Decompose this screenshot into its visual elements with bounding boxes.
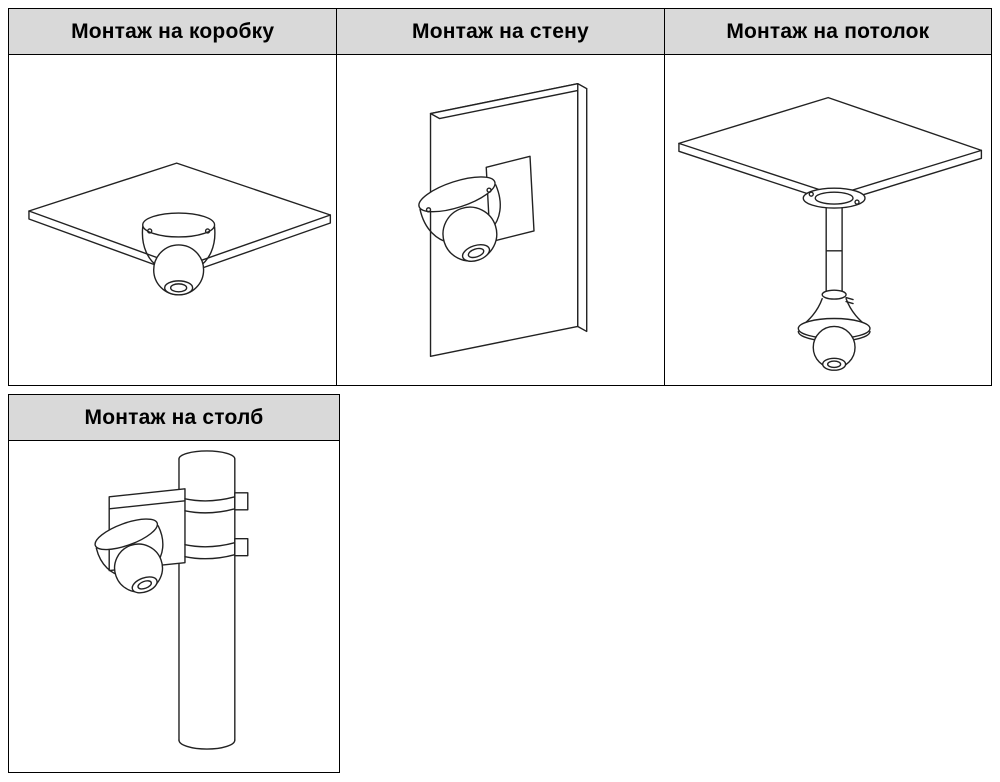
header-pole-mount: Монтаж на столб — [9, 395, 339, 441]
ceiling-mount-drawing-area — [664, 55, 991, 385]
mount-cell-ceiling: Монтаж на потолок — [663, 9, 991, 385]
mount-cell-pole: Монтаж на столб — [9, 395, 339, 772]
header-ceiling-label: Монтаж на потолок — [726, 19, 930, 43]
mount-cell-wall: Монтаж на стену — [336, 9, 664, 385]
mount-options-table: Монтаж на коробку — [8, 8, 992, 386]
wall-mount-drawing-icon — [418, 83, 588, 357]
mount-cell-junction-box: Монтаж на коробку — [9, 9, 337, 385]
wall-mount-drawing-area — [337, 55, 664, 385]
header-junction-box-mount: Монтаж на коробку — [9, 9, 337, 55]
header-pole-label: Монтаж на столб — [84, 405, 264, 429]
header-wall-label: Монтаж на стену — [412, 19, 589, 43]
pole-mount-drawing-icon — [94, 450, 249, 750]
junction-box-mount-drawing-icon — [28, 162, 332, 296]
junction-box-mount-drawing-area — [9, 55, 337, 385]
pole-mount-table: Монтаж на столб — [8, 394, 340, 773]
pole-mount-drawing-area — [9, 441, 339, 772]
header-wall-mount: Монтаж на стену — [337, 9, 664, 55]
header-junction-box-label: Монтаж на коробку — [71, 19, 275, 43]
ceiling-mount-drawing-icon — [677, 96, 982, 371]
header-ceiling-mount: Монтаж на потолок — [664, 9, 991, 55]
